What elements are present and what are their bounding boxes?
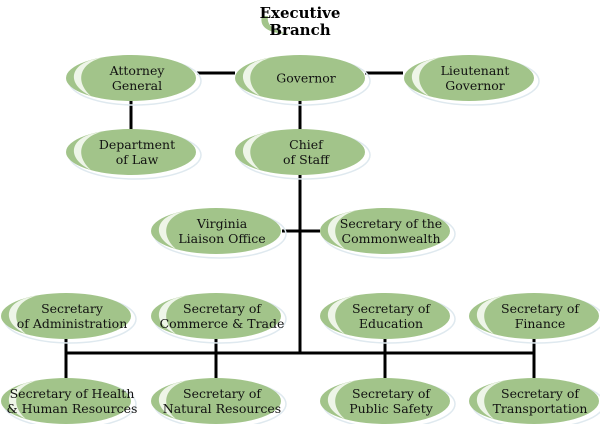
node-secretary-of-natural-resources-highlight — [158, 381, 186, 419]
node-secretary-of-health-human-resources-label: Secretary of Health& Human Resources — [0, 386, 147, 416]
node-secretary-of-public-safety-highlight — [327, 381, 355, 419]
node-label-line: of Staff — [282, 152, 330, 167]
node-label-line: Secretary of Health — [9, 386, 135, 401]
node-label-line: Finance — [514, 316, 566, 331]
node-secretary-of-transportation-highlight — [476, 381, 504, 419]
node-virginia-liaison-office-highlight — [158, 211, 186, 249]
title-line-2: Branch — [269, 21, 331, 39]
node-lieutenant-governor-oval — [404, 55, 534, 101]
node-label-line: Secretary of — [183, 386, 261, 401]
node-label-line: & Human Resources — [6, 401, 138, 416]
node-label-line: Commerce & Trade — [159, 316, 285, 331]
node-secretary-of-health-human-resources-highlight — [8, 381, 36, 419]
node-label-line: Secretary — [41, 301, 103, 316]
node-label-line: Secretary of — [501, 301, 579, 316]
title-swoosh-icon — [261, 16, 290, 34]
node-label-line: Secretary of — [352, 386, 430, 401]
node-label-line: Secretary of — [352, 301, 430, 316]
node-secretary-of-administration-highlight — [8, 296, 36, 334]
node-secretary-of-commerce-trade-highlight — [158, 296, 186, 334]
node-label-line: Governor — [445, 78, 505, 93]
node-label-line: Lieutenant — [440, 63, 510, 78]
node-secretary-of-finance-highlight — [476, 296, 504, 334]
node-attorney-general-oval — [66, 55, 196, 101]
node-lieutenant-governor-highlight — [411, 58, 439, 96]
node-secretary-of-public-safety-oval — [320, 378, 450, 424]
node-secretary-of-finance-oval — [469, 293, 599, 339]
node-label-line: Commonwealth — [341, 231, 441, 246]
node-governor-oval — [235, 55, 365, 101]
node-secretary-of-the-commonwealth-highlight — [327, 211, 355, 249]
node-secretary-of-administration-oval — [1, 293, 131, 339]
node-label-line: Chief — [289, 137, 323, 152]
node-label-line: General — [111, 78, 163, 93]
node-secretary-of-education-oval — [320, 293, 450, 339]
node-secretary-of-the-commonwealth-oval — [320, 208, 450, 254]
node-label-line: Education — [358, 316, 424, 331]
title-line-1: Executive — [259, 4, 341, 22]
node-label-line: Secretary of — [501, 386, 579, 401]
node-label-line: Virginia — [196, 216, 248, 231]
node-label-line: of Law — [115, 152, 159, 167]
node-label-line: Secretary of — [183, 301, 261, 316]
node-governor-highlight — [242, 58, 270, 96]
node-secretary-of-health-human-resources-oval — [1, 378, 131, 424]
node-label-line: Governor — [276, 70, 336, 86]
node-label-line: Public Safety — [349, 401, 433, 416]
node-virginia-liaison-office-oval — [151, 208, 281, 254]
node-secretary-of-transportation-oval — [469, 378, 599, 424]
node-label-line: of Administration — [16, 316, 128, 331]
node-governor-label: Governor — [231, 71, 381, 86]
node-chief-of-staff-oval — [235, 129, 365, 175]
node-label-line: Liaison Office — [178, 231, 266, 246]
node-secretary-of-commerce-trade-oval — [151, 293, 281, 339]
node-department-of-law-highlight — [73, 132, 101, 170]
node-label-line: Department — [98, 137, 176, 152]
node-label-line: Attorney — [109, 63, 165, 78]
chart-title: Executive Branch — [260, 5, 341, 39]
node-label-line: Natural Resources — [162, 401, 282, 416]
node-secretary-of-education-highlight — [327, 296, 355, 334]
node-chief-of-staff-highlight — [242, 132, 270, 170]
node-label-line: Secretary of the — [339, 216, 443, 231]
node-label-line: Transportation — [492, 401, 588, 416]
node-attorney-general-highlight — [73, 58, 101, 96]
node-department-of-law-oval — [66, 129, 196, 175]
node-secretary-of-natural-resources-oval — [151, 378, 281, 424]
